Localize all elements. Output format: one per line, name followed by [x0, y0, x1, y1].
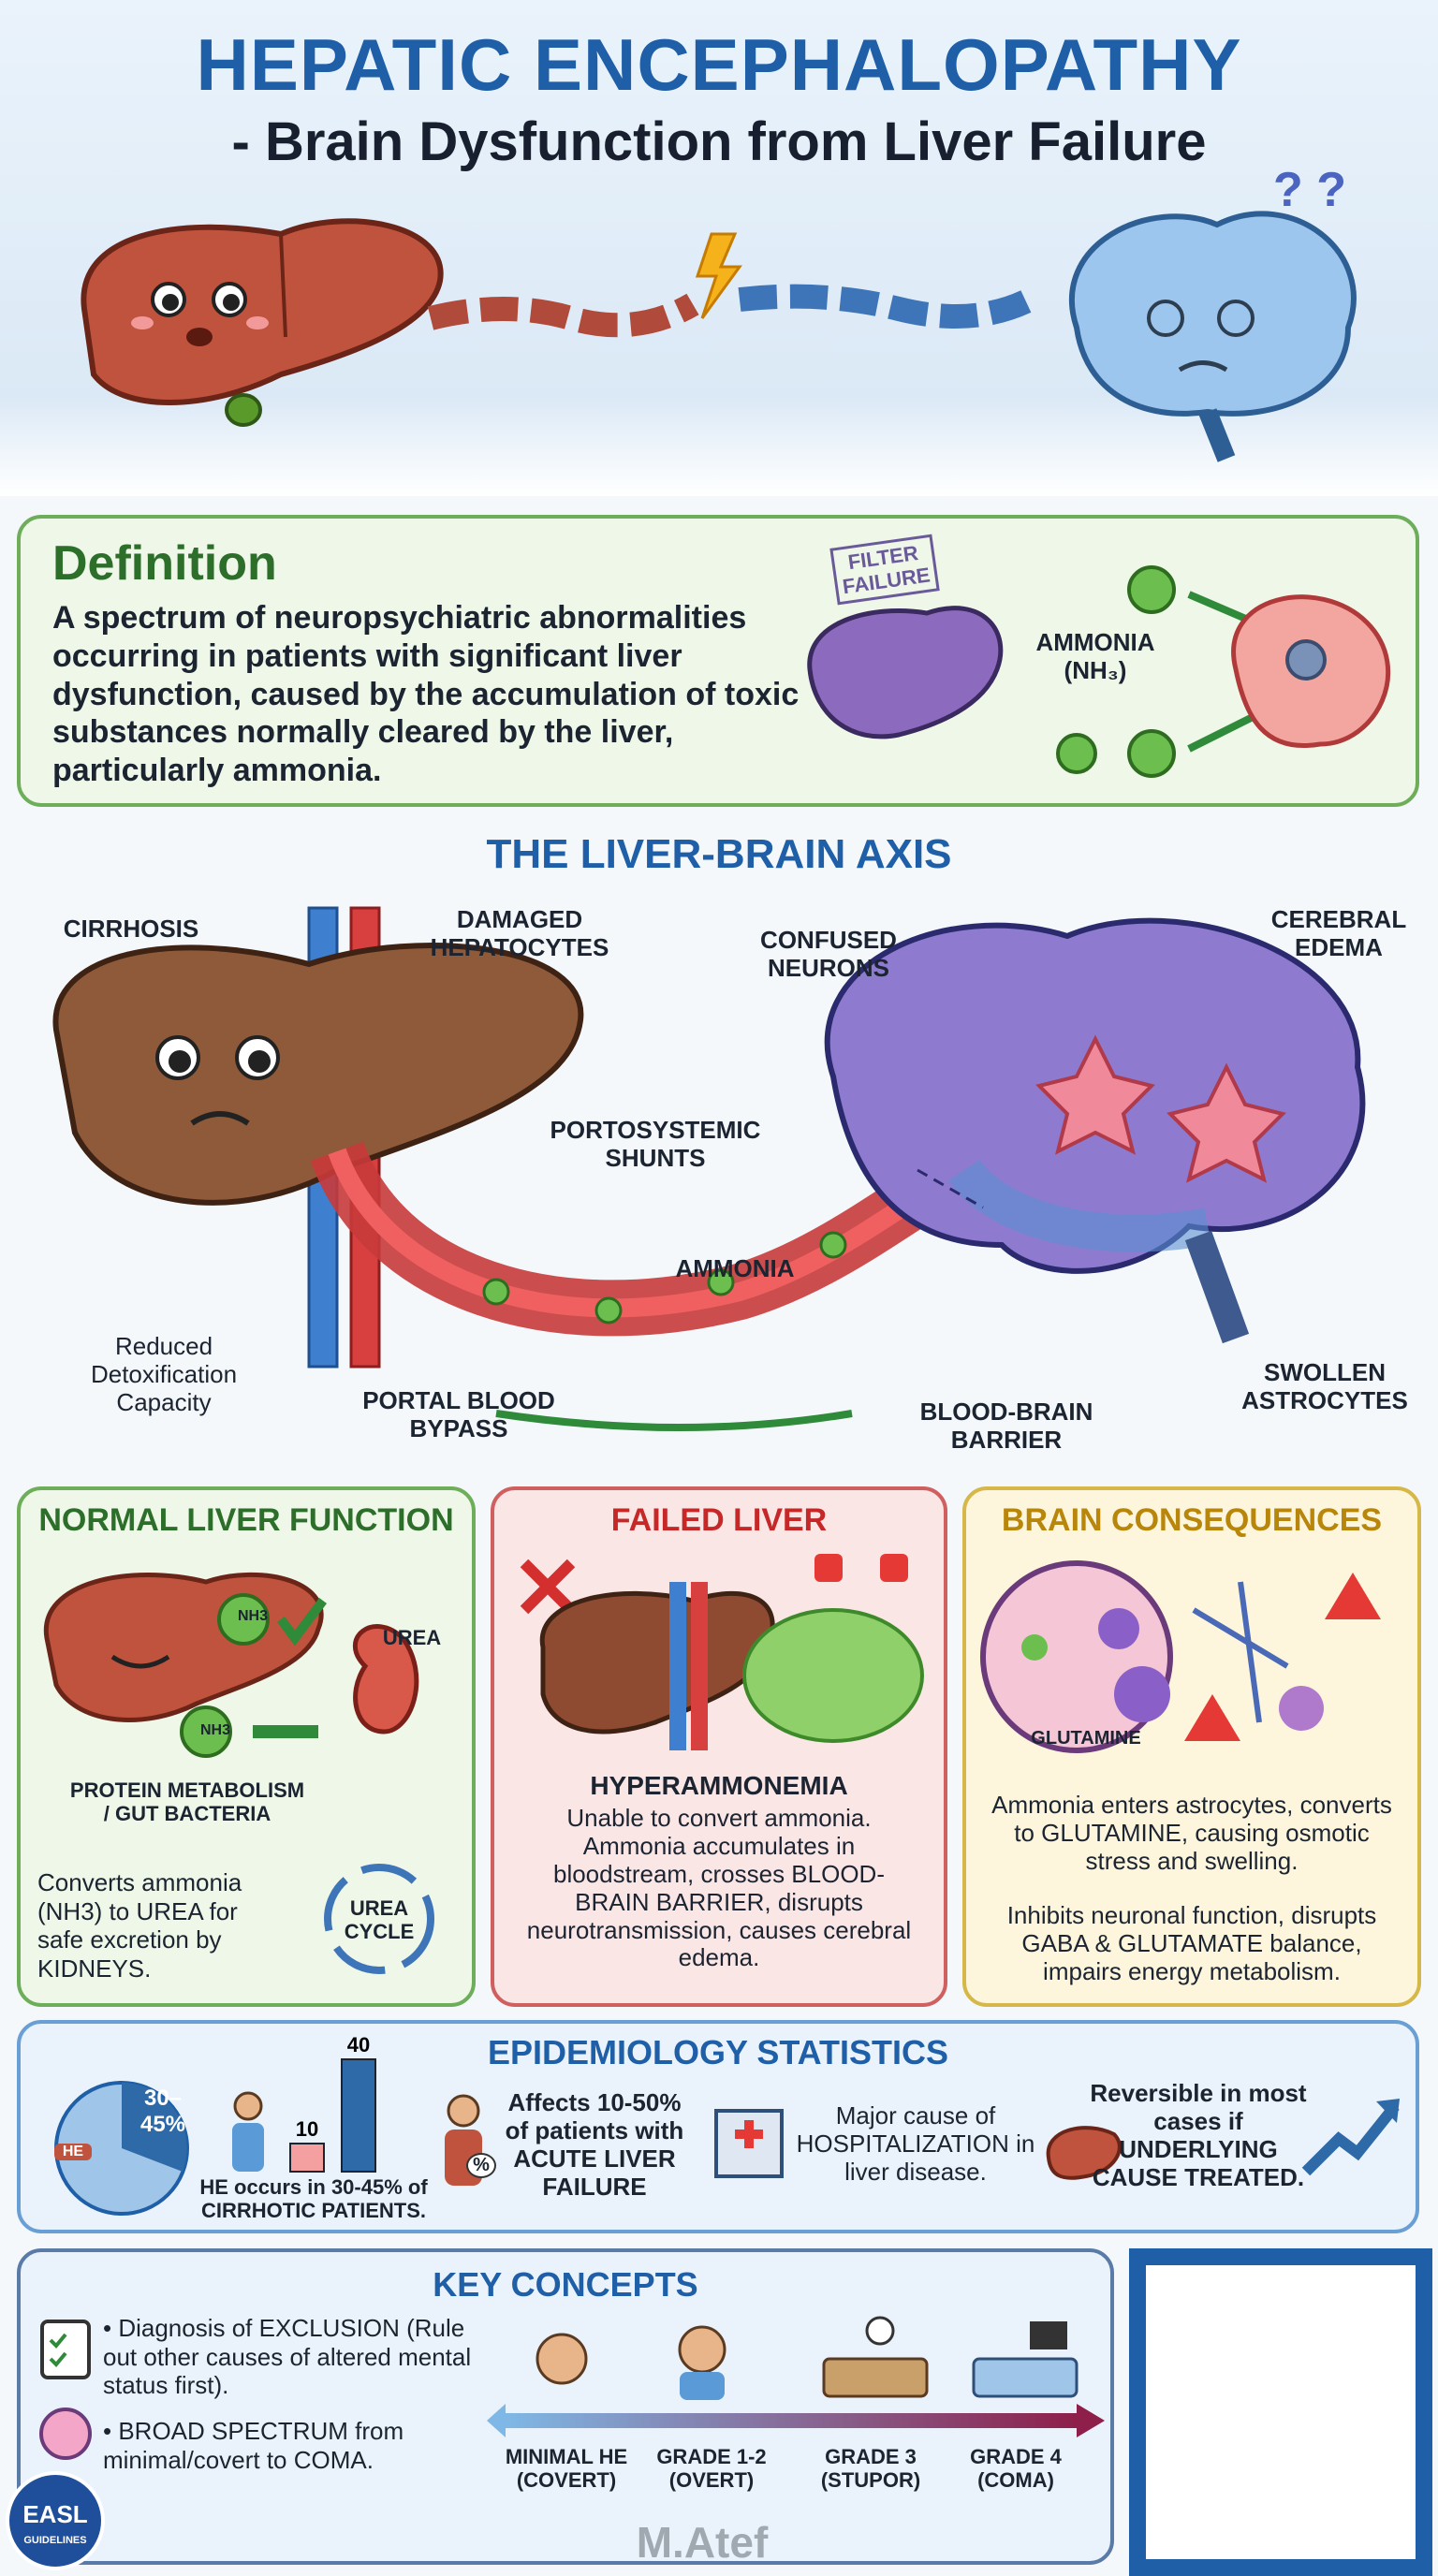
stat-reversible: Reversible in most cases if UNDERLYING C…	[1090, 2079, 1307, 2191]
astrocyte-illustration	[980, 1560, 1381, 1753]
bar-label-1: 40	[347, 2033, 370, 2056]
grade-icons	[536, 2316, 1078, 2400]
confused-brain-illustration: ? ?	[1068, 163, 1357, 462]
normal-nh3-top: NH3	[237, 1608, 268, 1624]
key-bullet-exclusion: • Diagnosis of EXCLUSION (Rule out other…	[103, 2314, 472, 2400]
definition-heading: Definition	[52, 536, 277, 591]
svg-text:? ?: ? ?	[1273, 163, 1346, 217]
label-damaged-hepatocytes: DAMAGED HEPATOCYTES	[430, 905, 609, 961]
normal-heading: NORMAL LIVER FUNCTION	[38, 1502, 454, 1538]
person-icon	[233, 2091, 263, 2121]
stat-cirrhotic: HE occurs in 30-45% of CIRRHOTIC PATIENT…	[199, 2175, 428, 2223]
axis-heading: THE LIVER-BRAIN AXIS	[486, 831, 952, 877]
grade-3: GRADE 3 (STUPOR)	[820, 2445, 921, 2493]
key-concepts-panel	[17, 2248, 1114, 2565]
pie-label: 30– 45%	[139, 2086, 186, 2137]
stat-hospitalization: Major cause of HOSPITALIZATION in liver …	[796, 2101, 1035, 2186]
urea-cycle-label: UREA CYCLE	[344, 1896, 415, 1944]
urea-cycle-icon	[324, 1864, 434, 1974]
blank-box	[1129, 2248, 1432, 2576]
failed-heading: FAILED LIVER	[610, 1502, 828, 1538]
brain-small-icon	[39, 2408, 92, 2460]
ammonia-label: AMMONIA (NH₃)	[1035, 628, 1155, 684]
glutamine-label: GLUTAMINE	[1031, 1728, 1141, 1749]
definition-text: A spectrum of neuropsychiatric abnormali…	[52, 600, 800, 789]
normal-nh3-bottom: NH3	[199, 1722, 230, 1738]
label-portosystemic-shunts: PORTOSYSTEMIC SHUNTS	[550, 1116, 761, 1172]
bar-label-0: 10	[296, 2117, 318, 2141]
blank-box-inner	[1146, 2265, 1416, 2559]
normal-liver-illustration	[43, 1572, 419, 1758]
grade-minimal: MINIMAL HE (COVERT)	[505, 2445, 628, 2493]
easl-logo-sub: GUIDELINES	[23, 2535, 87, 2546]
normal-body: Converts ammonia (NH3) to UREA for safe …	[37, 1868, 242, 1983]
easl-logo-text: EASL	[22, 2500, 88, 2528]
reversible-icon	[1046, 2126, 1122, 2180]
bar-1	[341, 2058, 376, 2173]
label-confused-neurons: CONFUSED NEURONS	[760, 926, 897, 982]
label-blood-brain-barrier: BLOOD-BRAIN BARRIER	[919, 1398, 1093, 1454]
label-portal-bypass: PORTAL BLOOD BYPASS	[362, 1386, 555, 1442]
definition-panel	[17, 515, 1419, 807]
grade-1-2: GRADE 1-2 (OVERT)	[656, 2445, 767, 2493]
filter-failure-illustration	[807, 565, 1391, 778]
brain-heading: BRAIN CONSEQUENCES	[1001, 1502, 1383, 1538]
brain-body-2: Inhibits neuronal function, disrupts GAB…	[1006, 1901, 1377, 1985]
patient-icon	[445, 2094, 482, 2186]
pie-chart-icon	[54, 2081, 189, 2216]
label-swollen-astrocytes: SWOLLEN ASTROCYTES	[1241, 1358, 1408, 1414]
clipboard-icon	[40, 2320, 91, 2379]
label-reduced-detox: Reduced Detoxification Capacity	[90, 1332, 238, 1416]
trend-up-icon	[1301, 2099, 1400, 2176]
hospital-icon	[714, 2109, 784, 2178]
easl-logo	[6, 2471, 105, 2570]
normal-urea-label: UREA	[382, 1626, 442, 1649]
page-subtitle: - Brain Dysfunction from Liver Failure	[231, 111, 1207, 172]
grade-4: GRADE 4 (COMA)	[970, 2445, 1062, 2493]
broken-connection-illustration	[427, 232, 1035, 338]
label-cirrhosis: CIRRHOSIS	[63, 915, 199, 943]
failed-liver-illustration	[520, 1554, 924, 1750]
liver-brain-axis-illustration	[52, 906, 1366, 1431]
epi-heading: EPIDEMIOLOGY STATISTICS	[487, 2033, 949, 2071]
failed-body: Unable to convert ammonia. Ammonia accum…	[526, 1804, 912, 1972]
stat-acute: Affects 10-50% of patients with ACUTE LI…	[505, 2088, 684, 2201]
pct-badge: %	[466, 2153, 496, 2178]
severity-spectrum-arrow	[487, 2404, 1105, 2437]
page-title: HEPATIC ENCEPHALOPATHY	[196, 23, 1242, 106]
author-credit: M.Atef	[636, 2518, 769, 2567]
key-bullet-spectrum: • BROAD SPECTRUM from minimal/covert to …	[103, 2417, 404, 2474]
sad-liver-illustration	[81, 218, 444, 427]
key-heading: KEY CONCEPTS	[433, 2265, 698, 2304]
person-icon-body	[232, 2123, 264, 2172]
failed-subheading: HYPERAMMONEMIA	[590, 1771, 848, 1800]
bar-0	[289, 2143, 325, 2173]
label-cerebral-edema: CEREBRAL EDEMA	[1270, 905, 1407, 961]
label-ammonia: AMMONIA	[675, 1254, 795, 1282]
normal-protein-label: PROTEIN METABOLISM / GUT BACTERIA	[69, 1778, 305, 1826]
brain-body-1: Ammonia enters astrocytes, converts to G…	[991, 1791, 1392, 1875]
epi-bar-chart: 10 40	[232, 2033, 376, 2173]
he-badge: HE	[54, 2144, 92, 2161]
